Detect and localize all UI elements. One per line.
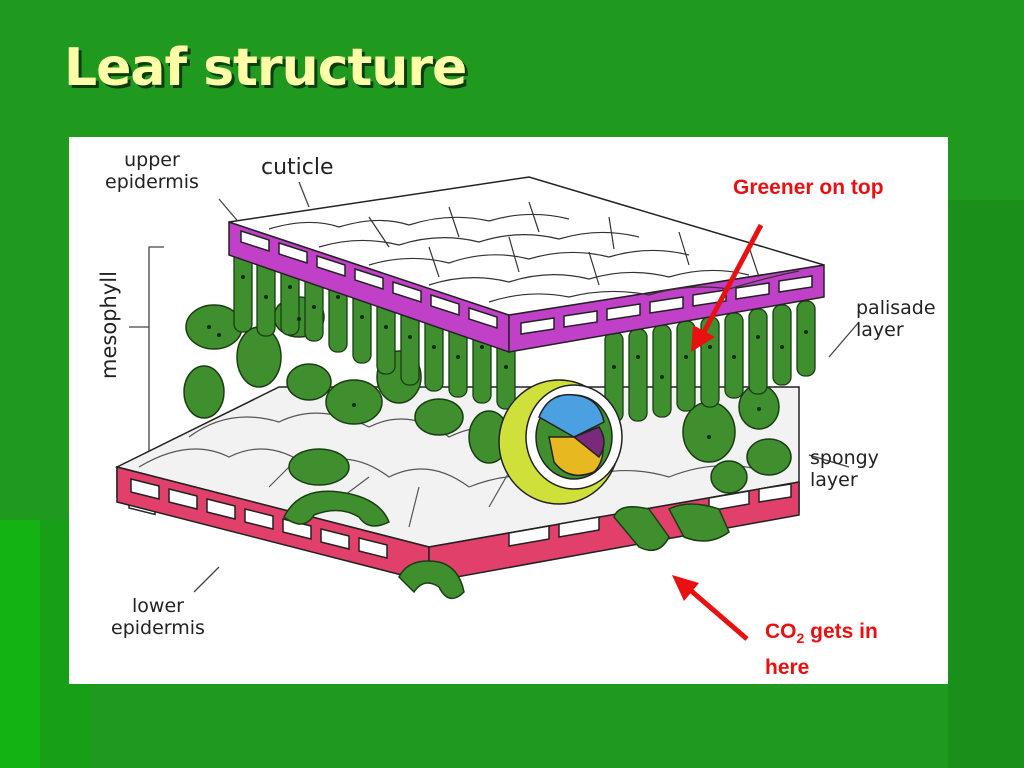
note-greener-on-top: Greener on top xyxy=(733,176,884,199)
arrow-greener xyxy=(691,223,764,352)
label-lower: lower xyxy=(132,595,184,617)
note-co2-subscript: 2 xyxy=(796,630,805,647)
label-upper: upper xyxy=(124,149,180,171)
vascular-bundle xyxy=(498,379,623,505)
label-lower-epidermis: lower epidermis xyxy=(111,595,205,639)
label-palisade-layer: palisade layer xyxy=(856,297,936,341)
leaf-cross-section-illustration xyxy=(114,176,860,641)
bg-stripe-left xyxy=(0,520,40,768)
note-co2-rest: gets in xyxy=(804,620,878,643)
label-epidermis: epidermis xyxy=(105,171,199,193)
note-co2-prefix: CO xyxy=(765,620,797,643)
label-mesophyll: mesophyll xyxy=(97,271,121,379)
upper-cell-outlines xyxy=(268,201,800,303)
diagram-panel: upper epidermis cuticle mesophyll palisa… xyxy=(69,137,948,684)
note-here: here xyxy=(765,656,810,680)
note-co2-gets-in-here: CO2 gets in here xyxy=(765,617,878,683)
upper-epidermis xyxy=(228,176,825,354)
arrow-co2 xyxy=(672,575,749,641)
chloroplasts xyxy=(207,275,808,439)
stomata xyxy=(283,490,730,600)
label-spongy-layer: spongy layer xyxy=(810,447,879,491)
slide-title: Leaf structure xyxy=(64,38,467,98)
label-palisade: palisade xyxy=(856,297,936,319)
label-lower-epidermis-word: epidermis xyxy=(111,617,205,639)
label-palisade-layer-word: layer xyxy=(856,319,904,341)
label-upper-epidermis: upper epidermis xyxy=(105,149,199,193)
label-spongy-layer-word: layer xyxy=(810,469,858,491)
label-cuticle: cuticle xyxy=(261,155,334,180)
label-spongy: spongy xyxy=(810,447,879,469)
bg-stripe-right xyxy=(948,200,1024,768)
